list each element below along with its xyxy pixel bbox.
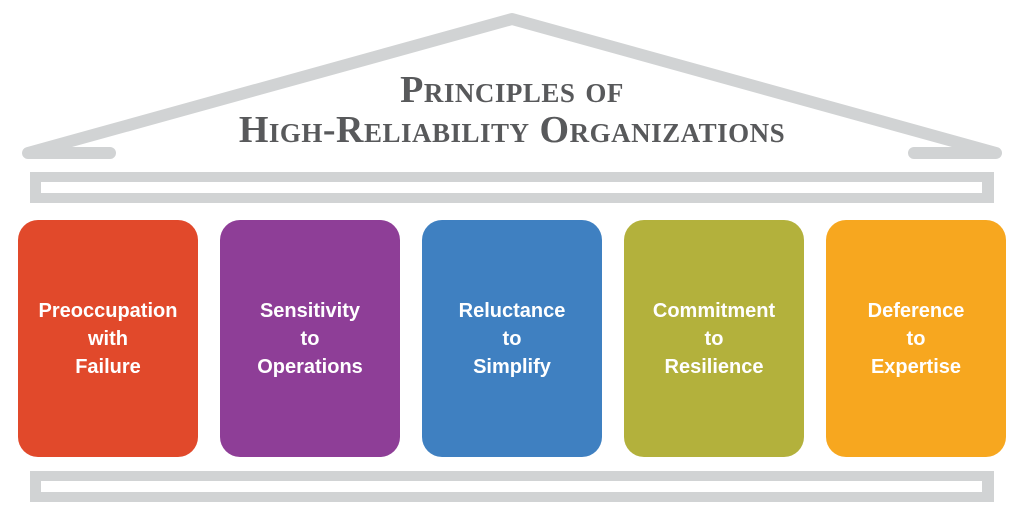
pillar-commitment-to-resilience: Commitment to Resilience [624, 220, 804, 457]
pillar-label-line: Expertise [870, 355, 962, 378]
pillar-sensitivity-to-operations: Sensitivity to Operations [220, 220, 400, 457]
pillar-label: Preoccupation with Failure [39, 297, 178, 381]
pillar-label-line: Resilience [664, 355, 764, 378]
entablature-beam [30, 172, 994, 203]
pillar-preoccupation-with-failure: Preoccupation with Failure [18, 220, 198, 457]
title-line-1: Principles of [400, 69, 624, 111]
base-beam [30, 471, 994, 502]
pillar-label-line: to [300, 327, 320, 350]
pillar-label-line: Deference [867, 299, 965, 322]
pillar-label: Deference to Expertise [868, 297, 965, 381]
pillar-label-line: to [502, 327, 522, 350]
pillar-label-line: Reluctance [458, 299, 566, 322]
pillar-label: Reluctance to Simplify [459, 297, 566, 381]
pediment-roof-outline [22, 13, 1002, 159]
entablature-inner-slot [41, 182, 982, 193]
pillar-label: Sensitivity to Operations [257, 297, 363, 381]
pillar-label-line: Simplify [473, 355, 551, 378]
pillar-label-line: Failure [75, 355, 141, 378]
pillar-label: Commitment to Resilience [653, 297, 775, 381]
pillar-deference-to-expertise: Deference to Expertise [826, 220, 1006, 457]
base-inner-slot [41, 481, 982, 492]
pillar-label-line: with [87, 327, 128, 350]
diagram-title: Principles of High-Reliability Organizat… [0, 70, 1024, 150]
pillar-label-line: to [704, 327, 724, 350]
pillars-row: Preoccupation with Failure Sensitivity t… [0, 220, 1024, 457]
pillar-label-line: Preoccupation [38, 299, 178, 322]
pillar-label-line: Commitment [652, 299, 776, 322]
pillar-label-line: Sensitivity [259, 299, 361, 322]
pillar-label-line: to [906, 327, 926, 350]
pillar-reluctance-to-simplify: Reluctance to Simplify [422, 220, 602, 457]
title-line-2: High-Reliability Organizations [238, 109, 786, 151]
pillar-label-line: Operations [257, 355, 363, 378]
